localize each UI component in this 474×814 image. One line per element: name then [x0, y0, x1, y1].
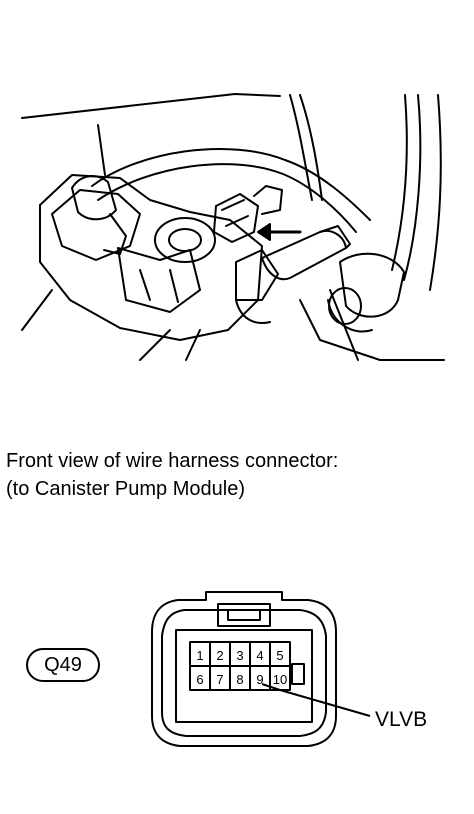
- pin-5: 5: [276, 648, 283, 663]
- pin-3: 3: [236, 648, 243, 663]
- pin-6: 6: [196, 672, 203, 687]
- pin-1: 1: [196, 648, 203, 663]
- caption-line-2: (to Canister Pump Module): [6, 478, 245, 500]
- pin-7: 7: [216, 672, 223, 687]
- connector-code: Q49: [26, 648, 100, 682]
- pin-8: 8: [236, 672, 243, 687]
- pin-callout-label: VLVB: [375, 708, 428, 731]
- caption-line-1: Front view of wire harness connector:: [6, 450, 339, 472]
- pin-4: 4: [256, 648, 263, 663]
- connector-caption: Front view of wire harness connector: (t…: [6, 447, 338, 503]
- pin-10: 10: [273, 672, 287, 687]
- pin-2: 2: [216, 648, 223, 663]
- pin-9: 9: [256, 672, 263, 687]
- component-illustration: [21, 93, 445, 361]
